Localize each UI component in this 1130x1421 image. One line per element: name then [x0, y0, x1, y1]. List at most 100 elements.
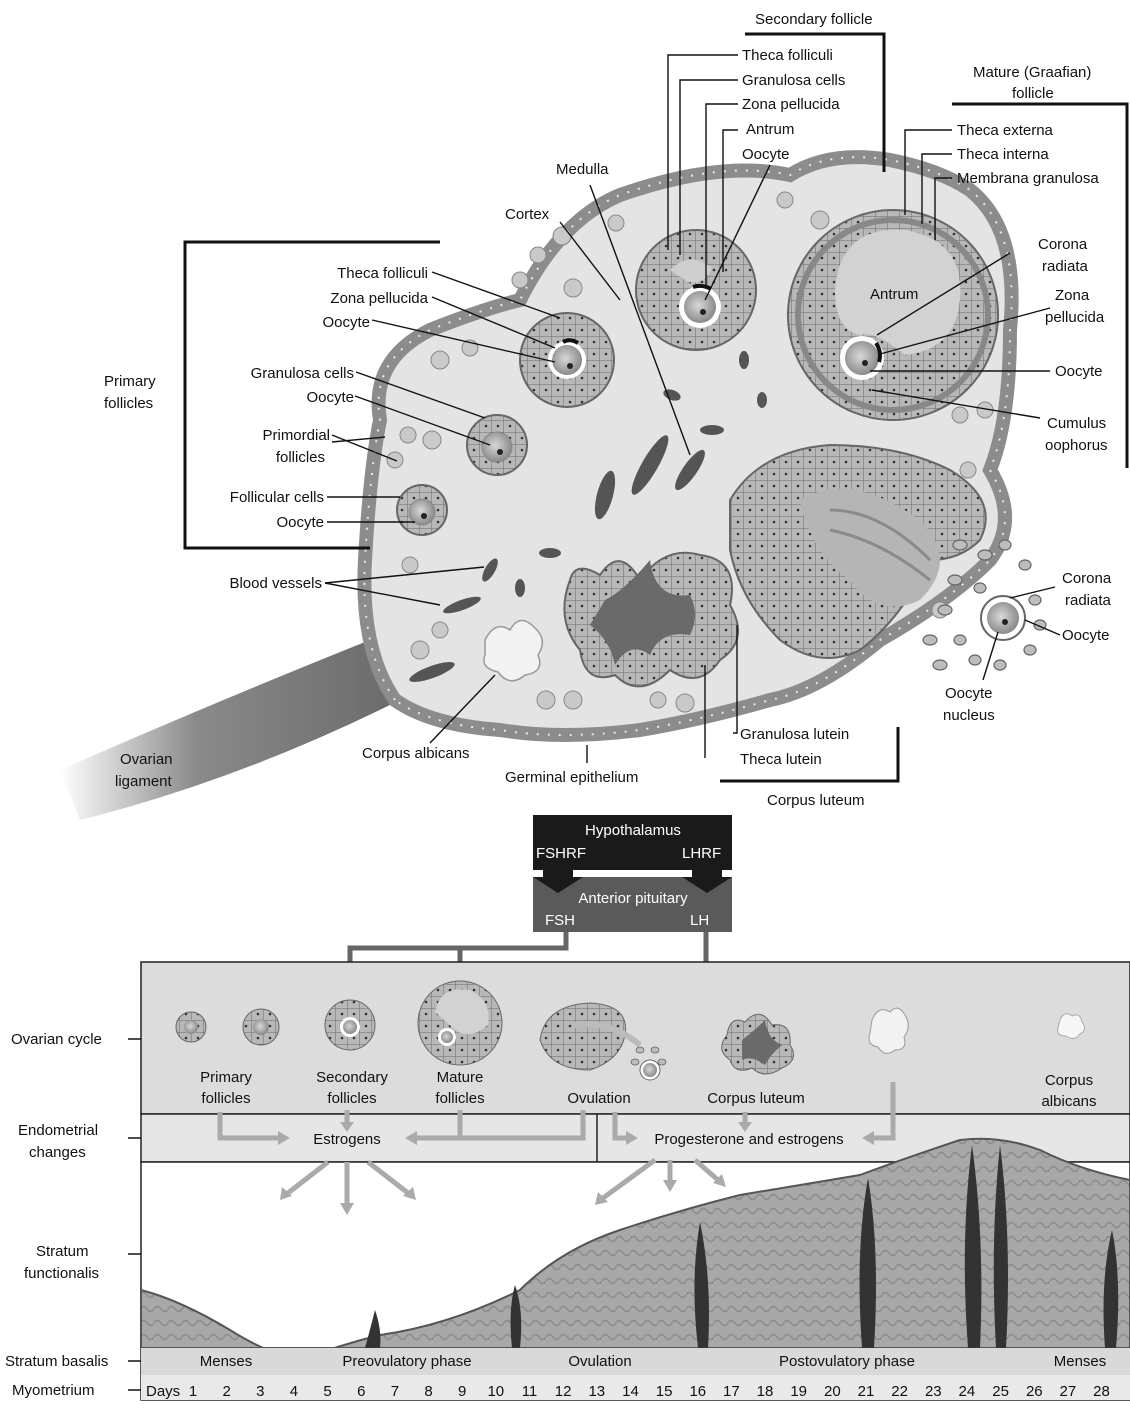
label-ovarian-ligament-b: ligament — [115, 773, 173, 790]
day-21: 21 — [858, 1383, 875, 1400]
day-24: 24 — [959, 1383, 976, 1400]
label-theca-folliculi-top: Theca folliculi — [742, 47, 833, 64]
stage-primary-b: follicles — [201, 1090, 250, 1107]
hormone-estrogens: Estrogens — [313, 1131, 381, 1148]
label-oocyte-top: Oocyte — [742, 146, 790, 163]
day-17: 17 — [723, 1383, 740, 1400]
stage-secondary-b: follicles — [327, 1090, 376, 1107]
label-corona-radiata-2b: radiata — [1065, 592, 1112, 609]
row-label-myometrium: Myometrium — [12, 1382, 95, 1399]
label-granulosa-cells-left: Granulosa cells — [251, 365, 354, 382]
day-20: 20 — [824, 1383, 841, 1400]
fshrf-label: FSHRF — [536, 845, 586, 862]
stage-corpus-albicans-b: albicans — [1041, 1093, 1096, 1110]
label-granulosa-lutein: Granulosa lutein — [740, 726, 849, 743]
day-15: 15 — [656, 1383, 673, 1400]
label-cortex: Cortex — [505, 206, 550, 223]
label-ovarian-ligament-a: Ovarian — [120, 751, 173, 768]
day-25: 25 — [992, 1383, 1009, 1400]
row-label-stratum-functionalis-b: functionalis — [24, 1265, 99, 1282]
ovarian-ligament — [60, 640, 400, 820]
label-corona-radiata-2a: Corona — [1062, 570, 1112, 587]
label-primordial-b: follicles — [276, 449, 325, 466]
label-zona-pellucida-right-b: pellucida — [1045, 309, 1105, 326]
label-oocyte-left-1: Oocyte — [322, 314, 370, 331]
day-26: 26 — [1026, 1383, 1043, 1400]
label-zona-pellucida-right-a: Zona — [1055, 287, 1090, 304]
label-follicular-cells: Follicular cells — [230, 489, 324, 506]
phase-menses-1: Menses — [200, 1353, 253, 1370]
label-cumulus-a: Cumulus — [1047, 415, 1106, 432]
phase-postovulatory: Postovulatory phase — [779, 1353, 915, 1370]
stage-corpus-luteum: Corpus luteum — [707, 1090, 805, 1107]
day-14: 14 — [622, 1383, 639, 1400]
day-23: 23 — [925, 1383, 942, 1400]
day-2: 2 — [223, 1383, 231, 1400]
ovary-illustration — [60, 157, 1046, 820]
label-mature-follicle-line1: Mature (Graafian) — [973, 64, 1091, 81]
day-3: 3 — [256, 1383, 264, 1400]
label-theca-externa: Theca externa — [957, 122, 1054, 139]
label-oocyte-right: Oocyte — [1055, 363, 1103, 380]
label-medulla: Medulla — [556, 161, 609, 178]
lhrf-label: LHRF — [682, 845, 721, 862]
lh-label: LH — [690, 912, 709, 929]
label-oocyte-nucleus-a: Oocyte — [945, 685, 993, 702]
label-mature-follicle-line2: follicle — [1012, 85, 1054, 102]
day-9: 9 — [458, 1383, 466, 1400]
stage-secondary-a: Secondary — [316, 1069, 388, 1086]
label-zona-pellucida-top: Zona pellucida — [742, 96, 840, 113]
day-5: 5 — [323, 1383, 331, 1400]
primary-follicle-large — [520, 313, 614, 407]
days-label: Days — [146, 1383, 180, 1400]
day-11: 11 — [522, 1383, 538, 1400]
anterior-pituitary-label: Anterior pituitary — [578, 890, 688, 907]
row-label-endometrial-a: Endometrial — [18, 1122, 98, 1139]
day-18: 18 — [757, 1383, 774, 1400]
day-8: 8 — [424, 1383, 432, 1400]
cycle-panel — [128, 962, 1130, 1400]
day-7: 7 — [391, 1383, 399, 1400]
label-antrum-inside: Antrum — [870, 286, 918, 303]
day-1: 1 — [189, 1383, 197, 1400]
corpus-luteum-ovary — [564, 553, 738, 687]
label-membrana-granulosa: Membrana granulosa — [957, 170, 1099, 187]
label-granulosa-cells-top: Granulosa cells — [742, 72, 845, 89]
day-10: 10 — [487, 1383, 504, 1400]
label-theca-interna: Theca interna — [957, 146, 1049, 163]
label-corona-radiata-1b: radiata — [1042, 258, 1089, 275]
row-label-ovarian-cycle: Ovarian cycle — [11, 1031, 102, 1048]
label-oocyte-left-3: Oocyte — [276, 514, 324, 531]
row-label-stratum-functionalis-a: Stratum — [36, 1243, 89, 1260]
day-19: 19 — [790, 1383, 807, 1400]
hypothalamus-label: Hypothalamus — [585, 822, 681, 839]
day-6: 6 — [357, 1383, 365, 1400]
label-cumulus-b: oophorus — [1045, 437, 1108, 454]
phase-menses-2: Menses — [1054, 1353, 1107, 1370]
label-theca-folliculi-left: Theca folliculi — [337, 265, 428, 282]
label-primordial-a: Primordial — [262, 427, 330, 444]
day-28: 28 — [1093, 1383, 1110, 1400]
label-secondary-follicle: Secondary follicle — [755, 11, 873, 28]
fsh-label: FSH — [545, 912, 575, 929]
label-oocyte-ovulated: Oocyte — [1062, 627, 1110, 644]
stage-primary-a: Primary — [200, 1069, 252, 1086]
day-22: 22 — [891, 1383, 908, 1400]
label-oocyte-left-2: Oocyte — [306, 389, 354, 406]
mature-follicle — [788, 210, 998, 420]
day-27: 27 — [1060, 1383, 1077, 1400]
day-13: 13 — [588, 1383, 605, 1400]
label-blood-vessels: Blood vessels — [229, 575, 322, 592]
label-zona-pellucida-left: Zona pellucida — [330, 290, 428, 307]
phase-preovulatory: Preovulatory phase — [342, 1353, 471, 1370]
secondary-follicle — [636, 230, 756, 350]
stage-ovulation: Ovulation — [567, 1090, 630, 1107]
hormone-progesterone: Progesterone and estrogens — [654, 1131, 843, 1148]
day-4: 4 — [290, 1383, 298, 1400]
label-primary-follicles-a: Primary — [104, 373, 156, 390]
ruptured-follicle — [730, 445, 986, 658]
label-corpus-albicans: Corpus albicans — [362, 745, 470, 762]
stage-corpus-albicans-a: Corpus — [1045, 1072, 1093, 1089]
label-oocyte-nucleus-b: nucleus — [943, 707, 995, 724]
